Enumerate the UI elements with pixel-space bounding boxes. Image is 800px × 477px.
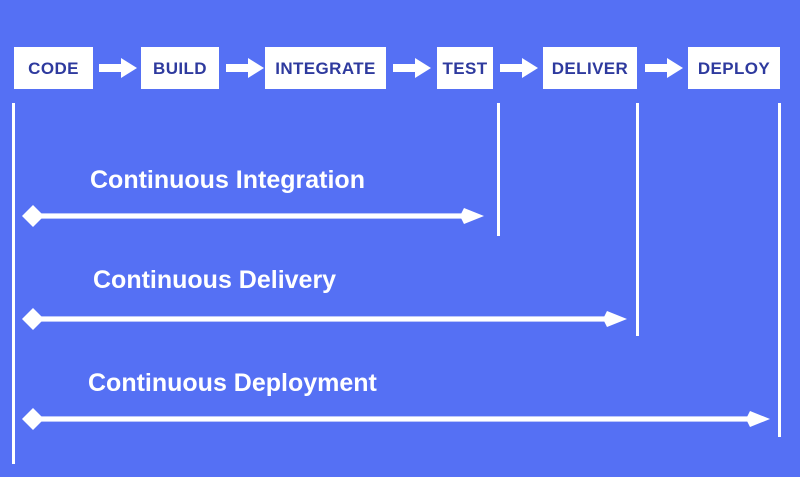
vertical-rule-end-delivery	[636, 103, 639, 336]
measure-arrow-svg-delivery	[22, 308, 627, 330]
stage-box-build[interactable]: BUILD	[141, 47, 219, 89]
stage-label-deliver: DELIVER	[551, 58, 629, 78]
vertical-rule-end-integration	[497, 103, 500, 236]
vertical-rule-start	[12, 103, 15, 464]
stage-box-deliver[interactable]: DELIVER	[543, 47, 637, 89]
stage-box-test[interactable]: TEST	[437, 47, 493, 89]
stage-box-integrate[interactable]: INTEGRATE	[265, 47, 386, 89]
stage-box-code[interactable]: CODE	[14, 47, 93, 89]
stage-label-build: BUILD	[153, 58, 207, 78]
measure-arrow-svg-integration	[22, 205, 484, 227]
stage-label-deploy: DEPLOY	[697, 58, 771, 78]
arrow-right-icon-deliver-to-deploy	[645, 58, 683, 78]
band-caption-continuous-integration: Continuous Integration	[90, 166, 365, 194]
stage-label-code: CODE	[28, 58, 79, 78]
measure-arrow-continuous-deployment	[22, 406, 770, 432]
measure-arrow-continuous-integration	[22, 203, 484, 229]
arrow-right-icon-integrate-to-test	[393, 58, 431, 78]
arrow-right-icon-build-to-integrate	[226, 58, 264, 78]
arrow-right-icon-code-to-build	[99, 58, 137, 78]
stage-label-integrate: INTEGRATE	[275, 58, 376, 78]
arrow-right-icon-test-to-deliver	[500, 58, 538, 78]
measure-arrow-continuous-delivery	[22, 306, 627, 332]
stage-label-test: TEST	[442, 58, 488, 78]
band-caption-continuous-delivery: Continuous Delivery	[93, 266, 337, 294]
band-caption-continuous-deployment: Continuous Deployment	[88, 369, 377, 397]
stage-box-deploy[interactable]: DEPLOY	[688, 47, 780, 89]
vertical-rule-end-deployment	[778, 103, 781, 437]
measure-arrow-svg-deployment	[22, 408, 770, 430]
